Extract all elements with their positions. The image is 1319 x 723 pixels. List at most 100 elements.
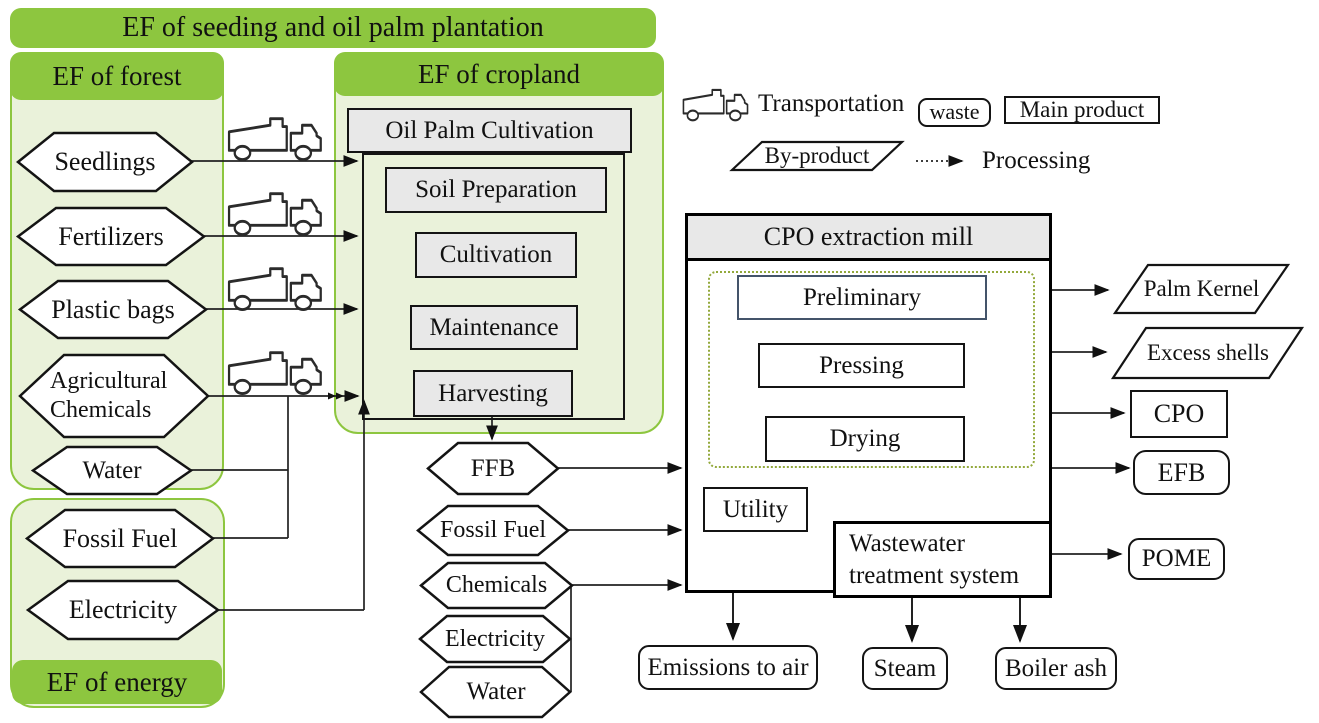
emissions-output-box: Emissions to air <box>638 645 818 690</box>
hexagon-fossil-fuel-2 <box>416 504 570 557</box>
electricity-label: Electricity <box>28 581 218 639</box>
excess-shells-label: Excess shells <box>1123 328 1293 378</box>
processing-text: Processing <box>982 147 1091 174</box>
excess-shells-text: Excess shells <box>1146 340 1269 366</box>
oil-palm-cultivation-label: Oil Palm Cultivation <box>385 116 594 144</box>
steam-output-label: Steam <box>873 654 937 682</box>
agricultural-chemicals-text: Agricultural Chemicals <box>50 368 168 423</box>
boiler-ash-output-box: Boiler ash <box>995 647 1117 690</box>
hexagon-fertilizers <box>15 206 207 267</box>
oil-palm-cultivation-box: Oil Palm Cultivation <box>347 108 632 153</box>
forest-header: EF of forest <box>10 52 224 100</box>
hexagon-agricultural-chemicals <box>18 353 210 439</box>
soil-preparation-box: Soil Preparation <box>385 167 607 213</box>
cpo-output-box: CPO <box>1130 390 1228 438</box>
pressing-label: Pressing <box>819 351 904 379</box>
fossil-fuel-2-label: Fossil Fuel <box>418 506 568 555</box>
fertilizers-text: Fertilizers <box>58 221 164 251</box>
truck-icon <box>682 88 749 122</box>
fertilizers-label: Fertilizers <box>18 208 204 265</box>
hexagon-ffb <box>426 441 560 496</box>
electricity-text: Electricity <box>68 595 178 625</box>
forest-header-label: EF of forest <box>52 60 182 91</box>
utility-label: Utility <box>722 495 789 523</box>
harvesting-box: Harvesting <box>413 370 573 417</box>
efb-output-box: EFB <box>1133 450 1230 495</box>
hexagon-electricity-2 <box>418 614 572 664</box>
truck-icon <box>227 267 323 312</box>
hexagon-plastic-bags <box>17 279 209 340</box>
cultivation-container-box <box>362 153 625 420</box>
waste-text: waste <box>929 99 980 125</box>
parallelogram-by-product-legend <box>729 140 905 172</box>
fossil-fuel-2-text: Fossil Fuel <box>439 517 547 544</box>
maintenance-label: Maintenance <box>429 313 559 341</box>
ffb-label: FFB <box>428 443 558 494</box>
truck-icon <box>227 117 323 162</box>
water-2-label: Water <box>421 667 571 717</box>
preliminary-label: Preliminary <box>802 283 922 311</box>
cpo-mill-header-label: CPO extraction mill <box>763 222 974 252</box>
preliminary-box: Preliminary <box>737 275 987 320</box>
transportation-text: Transportation <box>758 90 905 117</box>
utility-box: Utility <box>703 487 808 532</box>
hexagon-electricity <box>25 579 221 641</box>
electricity-2-label: Electricity <box>420 616 570 662</box>
electricity-2-text: Electricity <box>445 625 545 652</box>
steam-output-box: Steam <box>862 647 948 690</box>
water-text: Water <box>82 456 142 484</box>
water-2-text: Water <box>466 678 526 705</box>
agricultural-chemicals-label: Agricultural Chemicals <box>20 355 208 437</box>
truck-icon <box>227 192 323 237</box>
legend-transportation-label: Transportation <box>758 90 928 120</box>
energy-header-label: EF of energy <box>46 666 188 697</box>
hexagon-fossil-fuel <box>24 508 216 569</box>
parallelogram-excess-shells <box>1110 326 1305 380</box>
harvesting-label: Harvesting <box>438 379 548 407</box>
emissions-output-label: Emissions to air <box>647 653 809 681</box>
efb-output-label: EFB <box>1157 457 1206 487</box>
soil-preparation-label: Soil Preparation <box>415 176 577 203</box>
legend-by-product-label: By-product <box>742 142 892 170</box>
truck-icon <box>227 351 323 396</box>
boiler-ash-output-label: Boiler ash <box>1004 654 1108 682</box>
chemicals-label: Chemicals <box>421 563 572 608</box>
cropland-header: EF of cropland <box>334 52 664 96</box>
drying-label: Drying <box>829 425 901 452</box>
chemicals-text: Chemicals <box>445 572 548 599</box>
cpo-output-label: CPO <box>1153 399 1205 429</box>
multi-arrowheads <box>328 392 344 400</box>
drying-box: Drying <box>765 416 965 462</box>
by-product-text: By-product <box>764 143 870 169</box>
seedlings-label: Seedlings <box>18 133 192 191</box>
palm-kernel-label: Palm Kernel <box>1125 265 1278 313</box>
hexagon-seedlings <box>16 131 194 193</box>
wastewater-box: Wastewater treatment system <box>833 521 1052 598</box>
plantation-header-label: EF of seeding and oil palm plantation <box>122 12 544 44</box>
legend-processing-label: Processing <box>982 147 1122 177</box>
legend-waste-box: waste <box>918 98 991 127</box>
ffb-text: FFB <box>470 454 516 482</box>
cultivation-label: Cultivation <box>439 241 553 268</box>
hexagon-water <box>30 445 194 496</box>
pressing-box: Pressing <box>758 343 965 388</box>
cropland-header-label: EF of cropland <box>418 58 580 89</box>
seedlings-text: Seedlings <box>54 147 156 177</box>
plantation-header: EF of seeding and oil palm plantation <box>10 8 656 48</box>
maintenance-box: Maintenance <box>410 305 578 350</box>
palm-kernel-text: Palm Kernel <box>1143 276 1260 302</box>
hexagon-chemicals <box>419 561 574 610</box>
fossil-fuel-text: Fossil Fuel <box>62 523 178 553</box>
water-label: Water <box>33 447 191 494</box>
parallelogram-palm-kernel <box>1112 263 1291 315</box>
main-product-text: Main product <box>1019 97 1145 123</box>
mill-process-dotted-region <box>708 271 1035 468</box>
wastewater-label: Wastewater treatment system <box>849 530 1020 589</box>
legend-main-product-box: Main product <box>1004 96 1160 124</box>
cultivation-box: Cultivation <box>415 232 577 278</box>
plastic-bags-text: Plastic bags <box>51 294 175 324</box>
pome-output-label: POME <box>1141 545 1212 572</box>
pome-output-box: POME <box>1128 538 1225 580</box>
